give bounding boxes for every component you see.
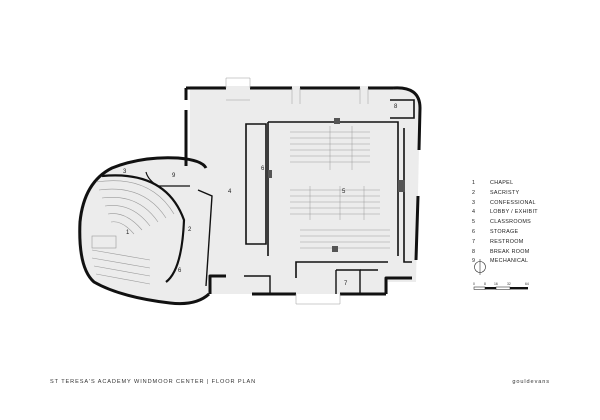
legend-label: STORAGE [490,228,519,235]
legend-number: 6 [472,228,476,235]
legend-label: CLASSROOMS [490,219,532,226]
legend-label: SACRISTY [490,189,520,196]
legend-label: BREAK ROOM [490,248,530,255]
legend-label: CONFESSIONAL [490,199,536,206]
legend-row: 9 MECHANICAL [472,257,582,267]
legend-label: LOBBY / EXHIBIT [490,209,538,216]
legend-row: 6 STORAGE [472,228,582,238]
legend-number: 8 [472,248,476,255]
scale-tick-8: 8 [484,282,486,286]
sacristy-wall [197,189,213,287]
room-label-3: 3 [123,169,127,175]
legend-row: 7 RESTROOM [472,238,582,248]
legend-label: CHAPEL [490,180,514,186]
legend-number: 2 [472,189,476,196]
legend-row: 5 CLASSROOMS [472,218,582,228]
room-label-8: 8 [394,104,398,110]
room-legend: 1 CHAPEL 2 SACRISTY 3 CONFESSIONAL 4 LOBBY /… [472,179,582,267]
drawing-title: ST TERESA'S ACADEMY WINDMOOR CENTER | FL… [50,379,257,385]
room-label-2: 2 [188,227,192,233]
service-rooms [244,269,378,294]
legend-number: 1 [472,180,476,186]
legend-row: 3 CONFESSIONAL [472,199,582,209]
north-arrow-icon [474,259,486,275]
legend-row: 1 CHAPEL [472,179,582,189]
room-label-4: 4 [228,189,232,195]
classroom-desks [290,126,390,249]
legend-label: RESTROOM [490,238,524,245]
legend-number: 5 [472,219,476,226]
legend-row: 8 BREAK ROOM [472,248,582,258]
scale-tick-0: 0 [473,282,475,286]
legend-row: 4 LOBBY / EXHIBIT [472,208,582,218]
room-label-1: 1 [126,230,130,236]
scale-tick-16: 16 [494,282,498,286]
confessional-wall [145,171,190,187]
legend-label: MECHANICAL [490,258,529,265]
legend-number: 4 [472,209,476,216]
legend-row: 2 SACRISTY [472,189,582,199]
classroom-block [245,99,415,278]
scale-tick-64: 64 [525,282,529,286]
entry-doors [225,77,369,305]
chapel-pews [91,180,175,285]
firm-logo-text: gouldevans [512,379,550,385]
legend-number: 9 [472,258,476,265]
legend-number: 3 [472,199,476,206]
plan-columns [268,118,405,252]
room-label-7: 7 [344,281,348,287]
room-label-6: 6 [261,166,265,172]
room-label-6b: 6 [178,268,182,274]
legend-number: 7 [472,238,476,245]
room-label-9: 9 [172,173,176,179]
room-label-5: 5 [342,189,346,195]
chapel-curved-wall [101,174,186,283]
scale-bar: 0 8 16 32 64 [473,282,529,290]
exterior-walls [78,86,422,306]
scale-tick-32: 32 [507,282,511,286]
